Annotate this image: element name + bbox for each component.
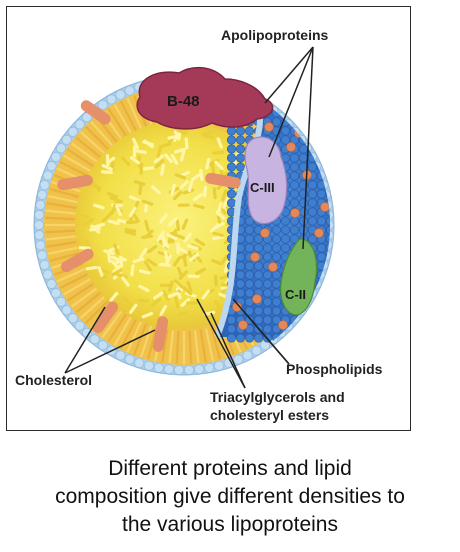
phospholipids-label: Phospholipids bbox=[286, 361, 383, 377]
triacylglycerols-label-line1: Triacylglycerols and bbox=[210, 389, 345, 405]
apolipoproteins-label: Apolipoproteins bbox=[221, 27, 329, 43]
apoC3-label: C-III bbox=[250, 180, 275, 195]
caption-line-1: Different proteins and lipid bbox=[108, 457, 352, 480]
apoB48-protein bbox=[136, 66, 274, 130]
lipoprotein-diagram: B-48 C-III C-II Apolipoproteins Phosphol… bbox=[15, 27, 383, 423]
apoC2-protein bbox=[280, 238, 318, 316]
cholesterol-label: Cholesterol bbox=[15, 372, 92, 388]
phospholipid-pointers bbox=[232, 298, 290, 365]
lipoprotein-figure: B-48 C-III C-II Apolipoproteins Phosphol… bbox=[6, 6, 411, 431]
triacylglycerol-pointers bbox=[196, 298, 246, 389]
apoC3-protein bbox=[244, 136, 288, 225]
caption-line-2: composition give different densities to bbox=[55, 485, 405, 508]
figure-caption: Different proteins and lipid composition… bbox=[0, 455, 460, 539]
apoB48-label: B-48 bbox=[167, 93, 200, 110]
triacylglycerols-label-line2: cholesteryl esters bbox=[210, 407, 329, 423]
cholesterol-pointers bbox=[64, 306, 156, 374]
apolipoprotein-pointers bbox=[264, 46, 314, 250]
apoC2-label: C-II bbox=[285, 287, 306, 302]
cholesterol-molecules bbox=[57, 100, 241, 352]
caption-line-3: the various lipoproteins bbox=[122, 513, 338, 536]
core-texture bbox=[77, 126, 282, 323]
